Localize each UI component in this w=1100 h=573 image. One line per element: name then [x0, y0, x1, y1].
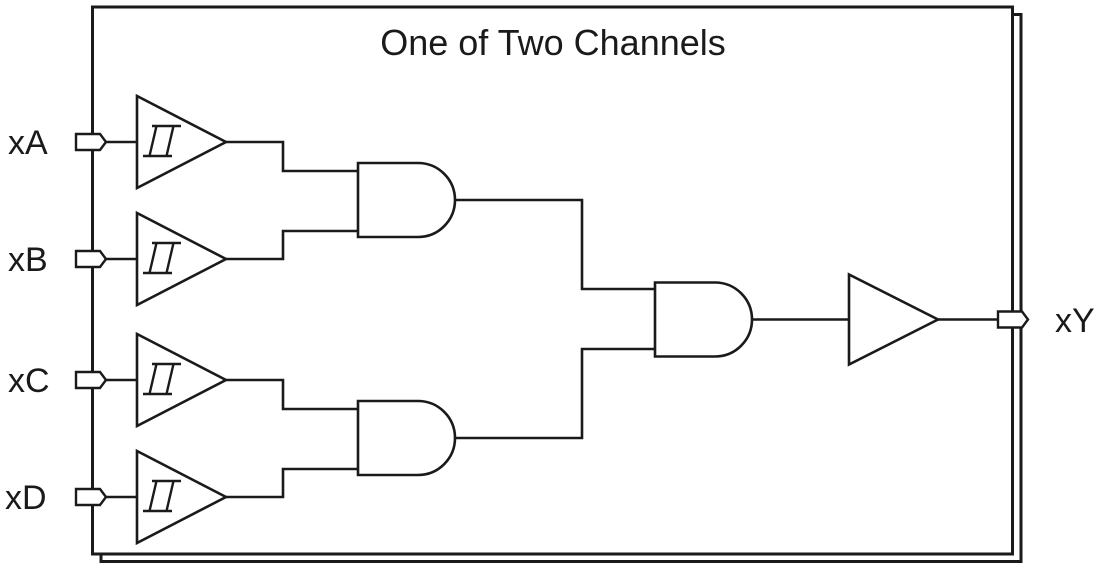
input-pin-icon-xd [74, 487, 108, 507]
input-pin-icon-xa [74, 132, 108, 152]
wire-xc-buffer-to-and2 [226, 378, 360, 411]
wire-xb-buffer-to-and1 [226, 229, 360, 261]
input-label-xb: xB [8, 241, 48, 279]
wire-and1-to-and3 [455, 198, 657, 291]
wire-xd-buffer-to-and2 [226, 467, 360, 499]
input-pin-icon-xb [74, 249, 108, 269]
wires [106, 140, 1000, 499]
output-pin-icon-xy [996, 310, 1030, 329]
and-gate-icon-top [356, 161, 457, 239]
input-pin-icon-xc [74, 370, 108, 390]
input-label-xd: xD [5, 479, 47, 517]
output-buffer-icon [847, 272, 941, 367]
wire-xa-buffer-to-and1 [226, 140, 360, 173]
input-label-xc: xC [8, 362, 50, 400]
and-gate-icon-bottom [356, 399, 457, 477]
front-channel-panel [91, 5, 1014, 556]
and-gate-icon-final [653, 281, 754, 358]
input-label-xa: xA [8, 124, 48, 162]
wire-and2-to-and3 [455, 347, 657, 440]
output-label-xy: xY [1055, 302, 1095, 340]
diagram-title: One of Two Channels [380, 22, 726, 63]
